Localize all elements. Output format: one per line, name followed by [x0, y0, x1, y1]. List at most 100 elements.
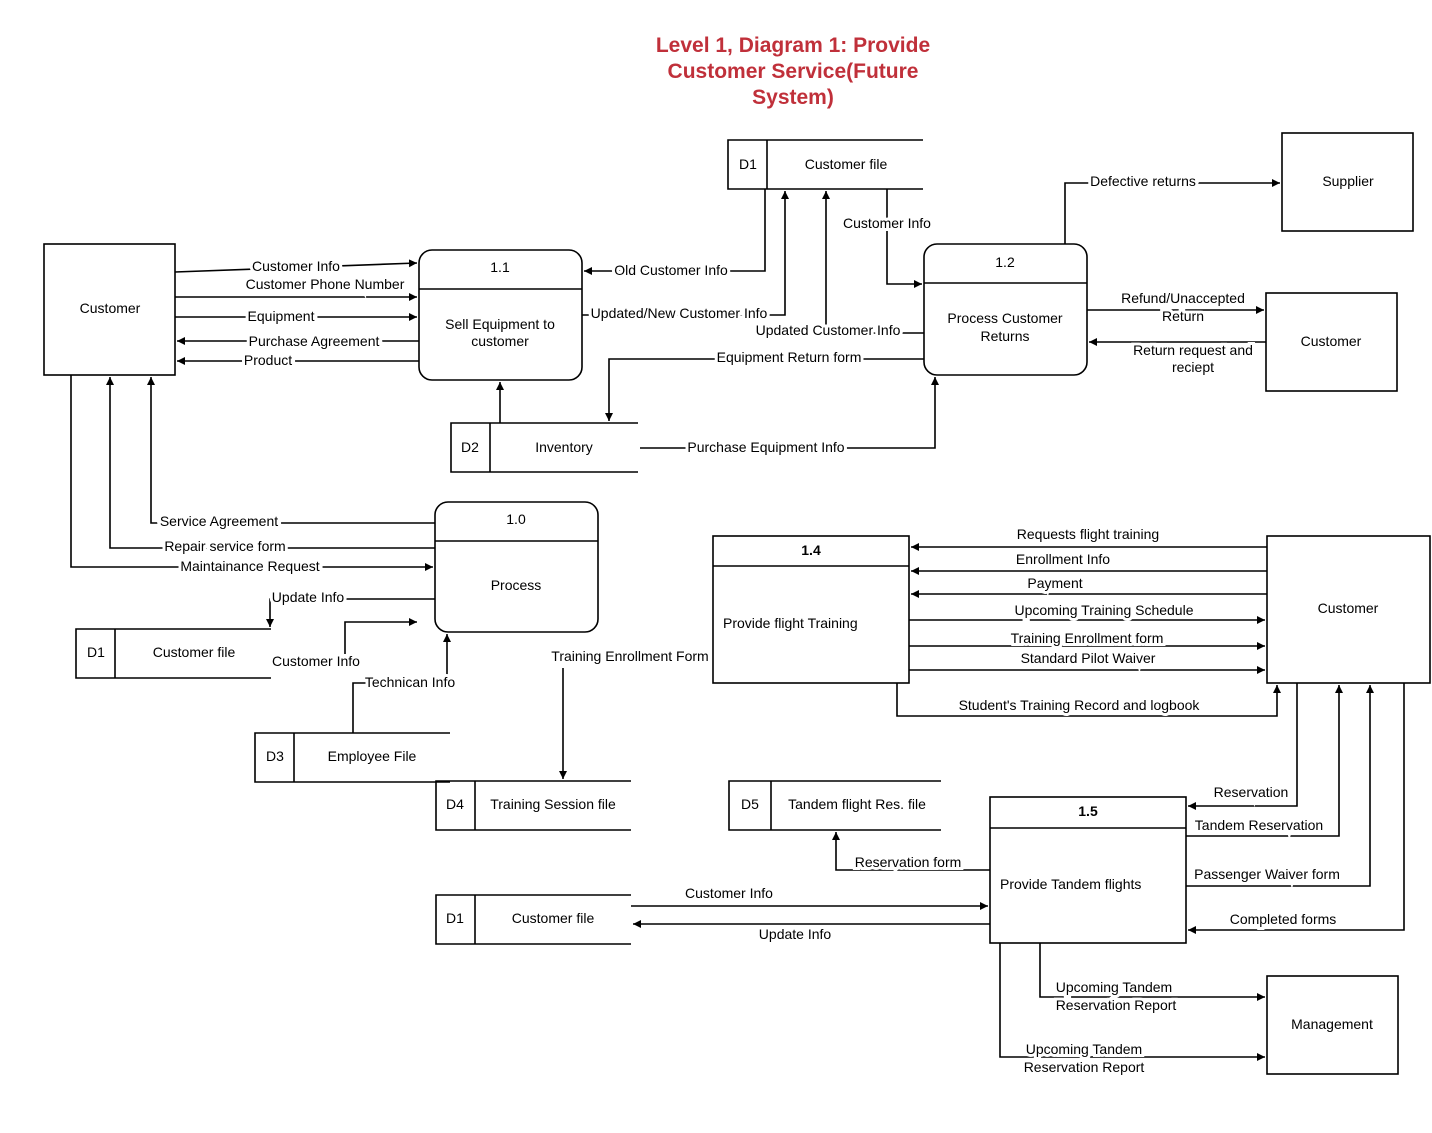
label-updated-customer-info: Updated Customer Info: [756, 322, 901, 338]
entity-customer-left: Customer: [43, 243, 176, 376]
label-refund-line-2: Return: [1162, 308, 1204, 324]
store-id: D5: [741, 796, 759, 812]
label-student-record: Student's Training Record and logbook: [959, 697, 1201, 713]
process-id: 1.2: [995, 254, 1015, 270]
flow-report1-line: [1039, 943, 1265, 1001]
process-1-5: 1.5 Provide Tandem flights: [989, 796, 1187, 944]
label-report2-line-2: Reservation Report: [1024, 1059, 1145, 1075]
store-id: D3: [266, 748, 284, 764]
label-updated-new-customer-info: Updated/New Customer Info: [591, 305, 768, 321]
flow-updated-new-customer-line: [582, 191, 789, 316]
flow-customer-info-b-line: [344, 618, 417, 654]
store-d4: D4 Training Session file: [435, 780, 631, 831]
label-update-info-b: Update Info: [759, 926, 832, 942]
store-name: Customer file: [805, 156, 888, 172]
label-reservation-form: Reservation form: [855, 854, 962, 870]
store-d1-bottom: D1 Customer file: [435, 894, 631, 945]
label-training-enrollment-form: Training Enrollment Form: [551, 648, 708, 664]
flow-updated-customer-info-line: [822, 191, 924, 334]
label-completed-forms: Completed forms: [1230, 911, 1337, 927]
entity-supplier: Supplier: [1281, 132, 1414, 232]
flow-completed-forms-line: [1188, 683, 1405, 934]
flow-customer-info-d1-line: [886, 189, 922, 288]
entity-customer-right: Customer: [1266, 535, 1431, 684]
store-id: D1: [87, 644, 105, 660]
process-id: 1.1: [490, 259, 510, 275]
label-technican-info: Technican Info: [365, 674, 455, 690]
label-service-agreement: Service Agreement: [160, 513, 278, 529]
store-d5: D5 Tandem flight Res. file: [728, 780, 941, 831]
flow-defective-returns-line: [1064, 179, 1280, 244]
store-id: D2: [461, 439, 479, 455]
label-enrollment-info: Enrollment Info: [1016, 551, 1110, 567]
store-id: D4: [446, 796, 464, 812]
label-report1-line-2: Reservation Report: [1056, 997, 1177, 1013]
title-line-1: Level 1, Diagram 1: Provide: [656, 34, 930, 57]
label-payment: Payment: [1027, 575, 1082, 591]
label-old-customer-info: Old Customer Info: [614, 262, 728, 278]
flow-report2-line: [999, 943, 1265, 1061]
diagram-title: Level 1, Diagram 1: Provide Customer Ser…: [656, 34, 930, 109]
label-equipment-return-form: Equipment Return form: [717, 349, 862, 365]
label-refund-line-1: Refund/Unaccepted: [1121, 290, 1245, 306]
process-id: 1.5: [1078, 803, 1098, 819]
store-name: Customer file: [512, 910, 595, 926]
process-label: Provide Tandem flights: [1000, 876, 1141, 892]
flow-purchase-equipment-line: [640, 377, 939, 449]
flow-passenger-waiver-line: [1186, 685, 1374, 887]
label-training-enrollment-form-2: Training Enrollment form: [1011, 630, 1164, 646]
label-maintainance-request: Maintainance Request: [180, 558, 319, 574]
store-id: D1: [739, 156, 757, 172]
label-return-request-line-2: reciept: [1172, 359, 1214, 375]
label-return-request-line-1: Return request and: [1133, 342, 1253, 358]
label-purchase-agreement: Purchase Agreement: [249, 333, 380, 349]
label-customer-info-b: Customer Info: [272, 653, 360, 669]
process-label-line-2: Returns: [980, 328, 1029, 344]
process-id: 1.0: [506, 511, 526, 527]
process-id: 1.4: [801, 542, 821, 558]
process-1-0: 1.0 Process: [434, 501, 599, 633]
label-passenger-waiver: Passenger Waiver form: [1194, 866, 1340, 882]
label-customer-info-c: Customer Info: [685, 885, 773, 901]
label-requests-flight-training: Requests flight training: [1017, 526, 1159, 542]
flow-customer-info-line: [174, 259, 418, 273]
label-purchase-equipment-info: Purchase Equipment Info: [687, 439, 844, 455]
label-customer-phone: Customer Phone Number: [246, 276, 405, 292]
entity-label: Customer: [1318, 600, 1379, 616]
flow-service-agreement-line: [147, 377, 435, 524]
flow-student-record-line: [896, 683, 1281, 717]
flow-reservation-line: [1188, 683, 1298, 810]
title-line-3: System): [752, 86, 834, 109]
store-d1-mid: D1 Customer file: [75, 628, 271, 679]
label-defective-returns: Defective returns: [1090, 173, 1196, 189]
flow-tandem-reservation-line: [1186, 685, 1343, 837]
flow-reservation-form-line: [832, 832, 990, 871]
store-name: Customer file: [153, 644, 236, 660]
process-label: Provide flight Training: [723, 615, 858, 631]
process-label: Process: [491, 577, 542, 593]
store-name: Employee File: [328, 748, 417, 764]
label-standard-pilot-waiver: Standard Pilot Waiver: [1021, 650, 1156, 666]
flow-maintainance-line: [70, 375, 433, 571]
label-tandem-reservation: Tandem Reservation: [1195, 817, 1323, 833]
entity-label: Customer: [80, 300, 141, 316]
entity-label: Customer: [1301, 333, 1362, 349]
label-upcoming-training-schedule: Upcoming Training Schedule: [1015, 602, 1194, 618]
entity-label: Management: [1291, 1016, 1373, 1032]
label-reservation: Reservation: [1214, 784, 1289, 800]
label-customer-info-d1: Customer Info: [843, 215, 931, 231]
store-d1-top: D1 Customer file: [727, 139, 923, 190]
label-repair-service-form: Repair service form: [164, 538, 285, 554]
flow-update-info-a-line: [266, 598, 435, 627]
store-id: D1: [446, 910, 464, 926]
process-label-line-1: Process Customer: [947, 310, 1062, 326]
label-customer-info-a: Customer Info: [252, 258, 340, 274]
entity-customer-returns: Customer: [1265, 292, 1398, 392]
process-label-line-1: Sell Equipment to: [445, 316, 555, 332]
store-name: Training Session file: [490, 796, 616, 812]
entity-management: Management: [1266, 975, 1399, 1075]
process-label-line-2: customer: [471, 333, 529, 349]
store-d2: D2 Inventory: [450, 422, 638, 473]
